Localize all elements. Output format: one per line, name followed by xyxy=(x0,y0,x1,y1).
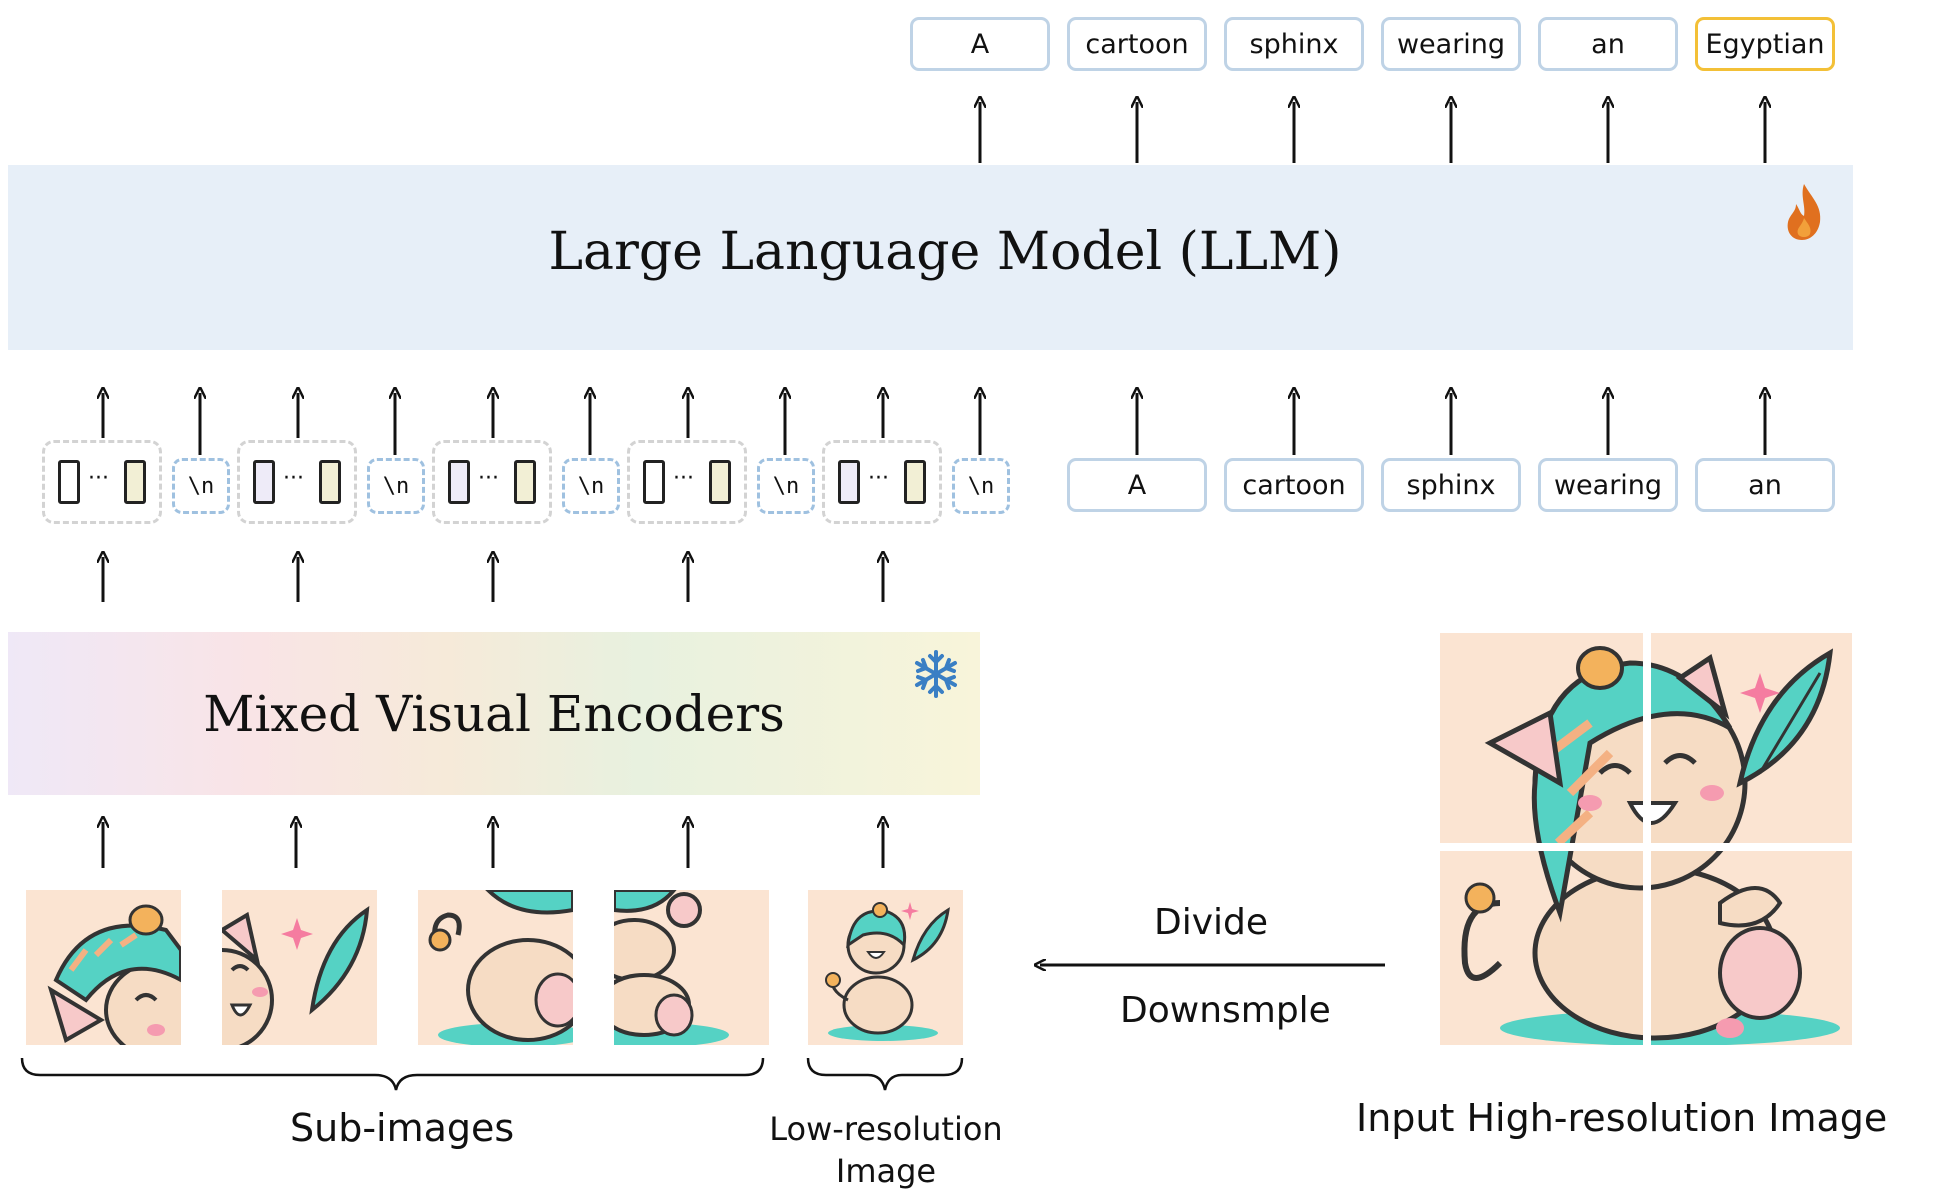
newline-token: \n xyxy=(757,458,815,514)
output-token: A xyxy=(910,17,1050,71)
sub-image-bottom-right xyxy=(614,890,769,1045)
low-res-label-line1: Low-resolution xyxy=(769,1110,1003,1148)
high-res-label: Input High-resolution Image xyxy=(1356,1096,1888,1140)
downsample-label: Downsmple xyxy=(1120,990,1331,1031)
sub-image-top-right xyxy=(222,890,377,1045)
high-resolution-image xyxy=(1440,633,1852,1045)
visual-token-group xyxy=(237,440,357,524)
low-res-brace xyxy=(806,1057,964,1091)
output-token: an xyxy=(1538,17,1678,71)
visual-token xyxy=(709,460,731,504)
llm-block xyxy=(8,165,1853,350)
visual-token xyxy=(58,460,80,504)
visual-token-group xyxy=(432,440,552,524)
ellipsis: ··· xyxy=(283,466,304,491)
input-token: an xyxy=(1695,458,1835,512)
sub-image-top-left xyxy=(26,890,181,1045)
input-token: sphinx xyxy=(1381,458,1521,512)
visual-token xyxy=(643,460,665,504)
ellipsis: ··· xyxy=(88,466,109,491)
output-token: cartoon xyxy=(1067,17,1207,71)
output-token: sphinx xyxy=(1224,17,1364,71)
output-token: wearing xyxy=(1381,17,1521,71)
visual-token-group xyxy=(822,440,942,524)
low-resolution-image xyxy=(808,890,963,1045)
output-token-highlighted: Egyptian xyxy=(1695,17,1835,71)
input-token: A xyxy=(1067,458,1207,512)
newline-token: \n xyxy=(562,458,620,514)
visual-token xyxy=(904,460,926,504)
input-token: wearing xyxy=(1538,458,1678,512)
ellipsis: ··· xyxy=(868,466,889,491)
encoder-title: Mixed Visual Encoders xyxy=(203,685,785,743)
snowflake-icon xyxy=(915,650,957,698)
visual-token xyxy=(319,460,341,504)
sub-images-label: Sub-images xyxy=(290,1106,515,1150)
llm-title: Large Language Model (LLM) xyxy=(548,222,1342,282)
visual-token xyxy=(514,460,536,504)
sub-images-brace xyxy=(20,1057,765,1091)
flame-icon xyxy=(1787,184,1821,240)
visual-encoder-block xyxy=(8,632,980,795)
visual-token xyxy=(448,460,470,504)
newline-token: \n xyxy=(952,458,1010,514)
visual-token xyxy=(124,460,146,504)
newline-token: \n xyxy=(172,458,230,514)
visual-token xyxy=(253,460,275,504)
visual-token xyxy=(838,460,860,504)
low-res-label: Low-resolution Image xyxy=(766,1108,1006,1192)
low-res-label-line2: Image xyxy=(835,1152,937,1190)
ellipsis: ··· xyxy=(478,466,499,491)
ellipsis: ··· xyxy=(673,466,694,491)
visual-token-group xyxy=(42,440,162,524)
visual-token-group xyxy=(627,440,747,524)
sub-image-bottom-left xyxy=(418,890,573,1045)
input-token: cartoon xyxy=(1224,458,1364,512)
newline-token: \n xyxy=(367,458,425,514)
divide-label: Divide xyxy=(1154,902,1269,943)
